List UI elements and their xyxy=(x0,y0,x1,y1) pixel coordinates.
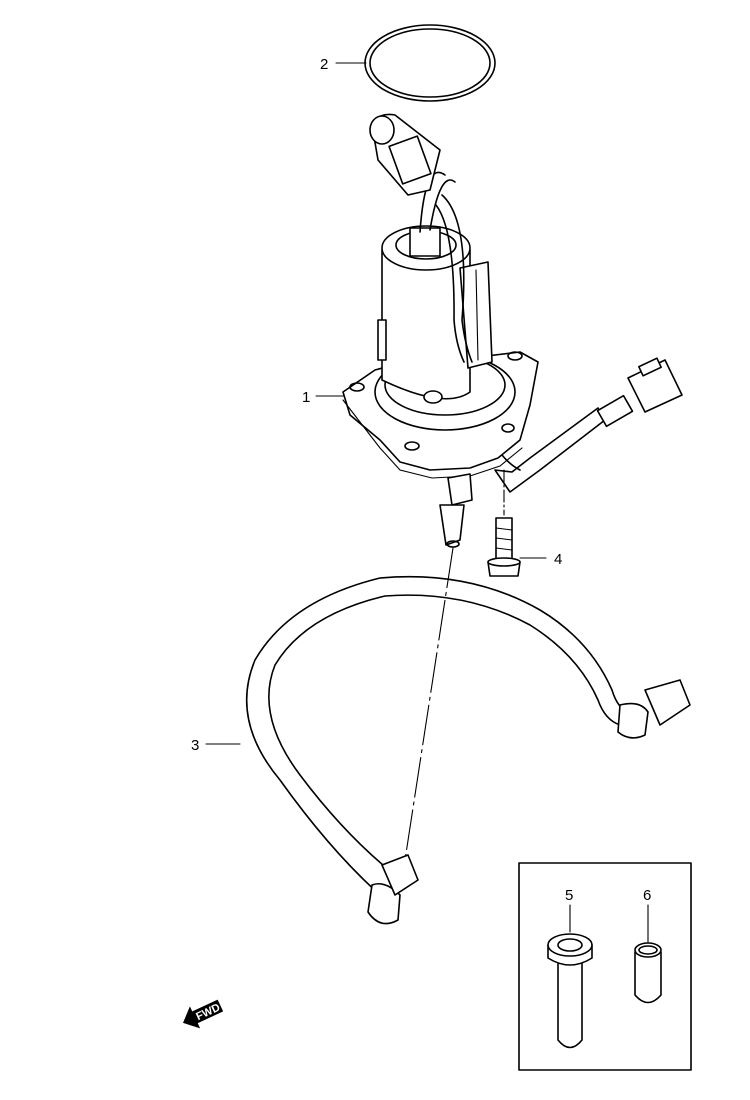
callout-4: 4 xyxy=(554,551,562,568)
fwd-label: FWD xyxy=(194,1002,222,1023)
fwd-arrow-icon: FWD xyxy=(183,999,224,1029)
callout-6: 6 xyxy=(643,887,651,904)
insert-small-part xyxy=(634,942,662,1004)
fuel-hose-part xyxy=(245,575,691,925)
inset-box xyxy=(518,862,692,1071)
bolt-part xyxy=(487,517,521,577)
callout-3: 3 xyxy=(191,737,199,754)
callout-2: 2 xyxy=(320,56,328,73)
insert-large-part xyxy=(547,933,593,1049)
o-ring-part xyxy=(364,24,496,102)
callout-1: 1 xyxy=(302,389,310,406)
fuel-pump-part xyxy=(342,113,683,548)
callout-5: 5 xyxy=(565,887,573,904)
